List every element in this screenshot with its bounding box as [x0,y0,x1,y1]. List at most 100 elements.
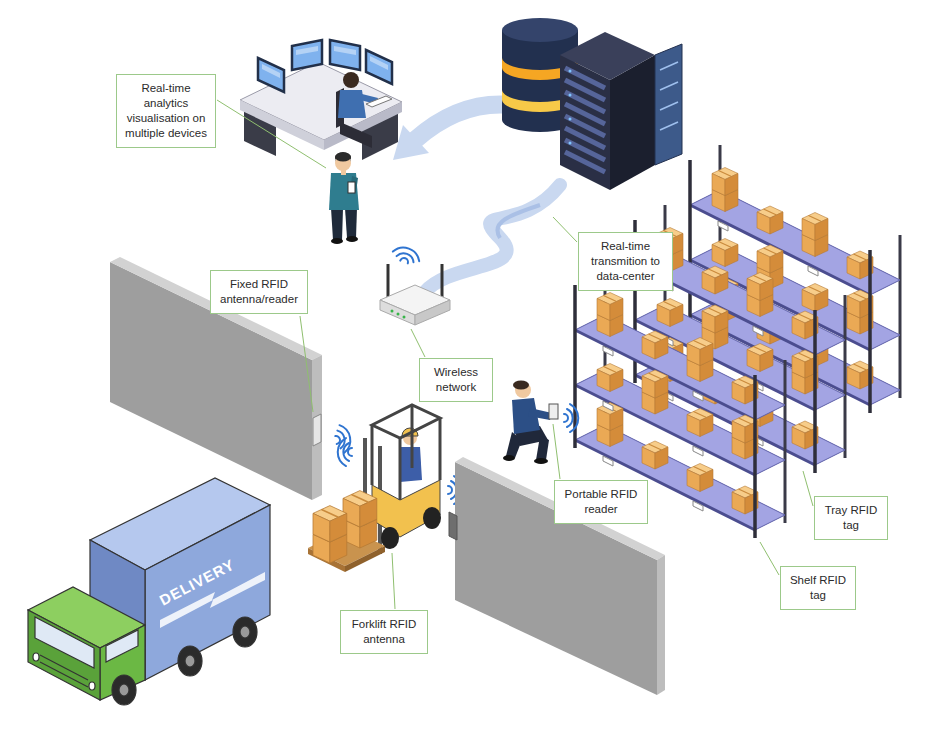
flow-arrow [415,104,512,140]
callout-text: Tray RFID tag [821,503,881,533]
wireless-router [380,244,450,325]
leader-line [300,316,313,412]
callout-box: Wireless network [419,358,493,402]
forklift [439,418,442,480]
person-with-phone [346,236,358,242]
forklift [423,507,441,529]
callout-box: Fixed RFID antenna/reader [210,270,308,314]
leader-line [217,100,813,609]
flow-arrow [393,125,429,160]
database-server [565,152,605,172]
forklift [399,438,402,500]
analytics-workstation [258,40,392,92]
worker-with-reader [564,404,578,432]
forklift [372,405,440,500]
analytics-workstation [343,72,359,88]
callout-text: Shelf RFID tag [787,573,849,603]
leader-line [217,100,326,168]
callout-box: Real-time analytics visualisation on mul… [116,74,216,148]
callout-text: Real-time analytics visualisation on mul… [123,81,209,141]
gate-wall [110,257,322,360]
forklift [372,405,440,438]
leader-line [411,329,425,357]
delivery-truck [100,625,145,700]
person-with-phone [335,152,351,162]
forklift [308,405,462,572]
leader-line [553,217,577,242]
forklift [372,480,440,537]
database-server [660,102,678,110]
forklift [345,546,385,572]
database-server [569,142,572,145]
delivery-truck [28,478,270,705]
delivery-truck [89,682,95,690]
database-server [569,70,572,73]
database-server [660,62,678,70]
worker-with-reader [549,404,558,419]
delivery-truck [106,630,138,662]
analytics-workstation [262,46,388,78]
person-with-phone [331,208,343,240]
leader-line [553,424,560,479]
analytics-workstation [366,96,392,107]
analytics-workstation [296,46,318,55]
delivery-truck [178,646,202,676]
person-with-phone [345,208,357,238]
gate-wall [110,262,312,500]
analytics-workstation [334,46,356,55]
gate-wall [455,462,657,695]
delivery-truck [240,626,250,638]
analytics-workstation [292,40,322,70]
analytics-workstation [370,56,388,70]
worker-with-reader [528,408,552,420]
worker-with-reader [513,381,529,390]
delivery-truck [145,505,270,680]
delivery-truck [40,655,88,680]
callout-text: Real-time transmition to data-center [585,239,666,284]
analytics-workstation [262,64,280,78]
analytics-workstation [240,100,324,150]
gate-wall [455,457,665,560]
wireless-router [397,313,400,316]
analytics-workstation [366,50,392,84]
database-server [660,62,678,130]
gate-wall [313,414,321,446]
wireless-router [380,300,415,325]
worker-with-reader [503,381,578,465]
database-server [565,68,605,172]
gate-wall [449,457,665,695]
database-server [569,94,572,97]
wireless-router [403,316,406,319]
analytics-workstation [258,58,284,92]
delivery-truck [35,617,94,668]
leader-line [392,553,395,609]
forklift [343,491,377,527]
flow-arrow [497,205,540,238]
wireless-router [391,244,422,267]
analytics-workstation [330,40,360,70]
callout-text: Wireless network [426,365,486,395]
gate-wall [657,555,665,695]
callout-text: Fixed RFID antenna/reader [217,277,301,307]
leader-line [760,542,779,575]
database-server [502,18,578,42]
database-server [569,70,572,145]
delivery-truck [233,617,257,647]
delivery-truck [28,610,100,700]
worker-with-reader [503,455,515,461]
callout-box: Shelf RFID tag [780,566,856,610]
delivery-truck [119,684,129,696]
callout-box: Forklift RFID antenna [340,610,428,654]
database-server [660,82,678,90]
person-with-phone [331,238,343,244]
analytics-workstation [240,40,402,160]
person-with-phone [329,152,359,244]
delivery-truck [40,662,88,687]
database-server [660,122,678,130]
flow-arrow [393,104,560,292]
database-server [569,118,572,121]
callout-text: Forklift RFID antenna [347,617,421,647]
gate-wall [449,512,457,540]
flow-arrow [425,185,560,292]
